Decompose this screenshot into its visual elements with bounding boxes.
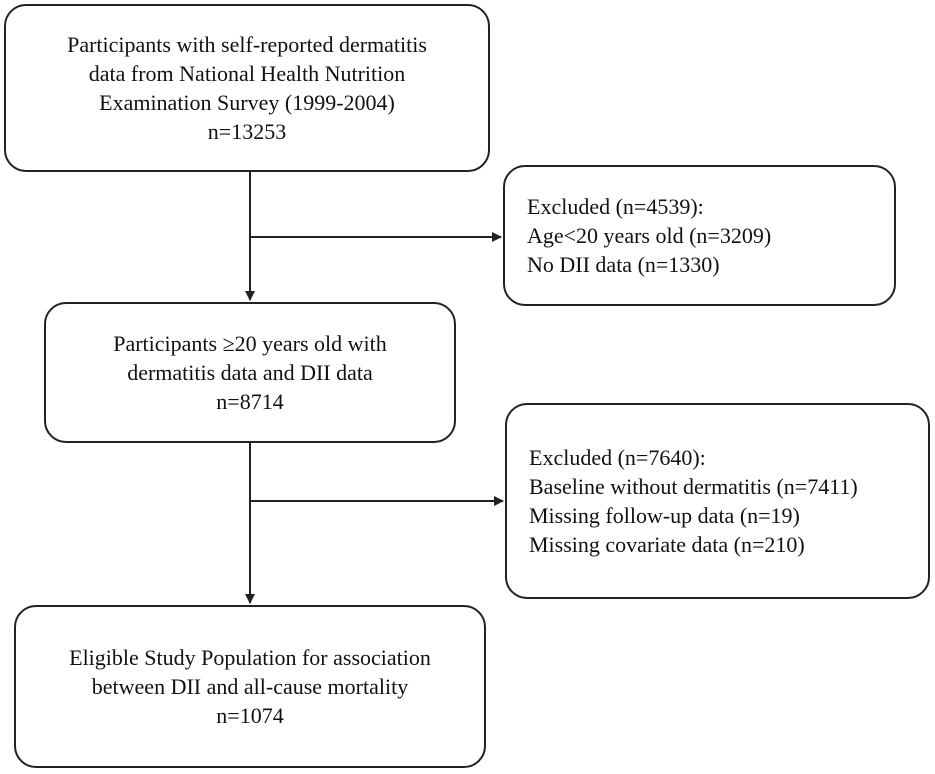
participants-line-2: data from National Health Nutrition [88,61,406,86]
excluded-second-line-3: Missing follow-up data (n=19) [529,503,800,528]
box-adults: Participants ≥20 years old with dermatit… [44,302,456,443]
adults-line-2: dermatitis data and DII data [127,360,373,385]
excluded-second-line-4: Missing covariate data (n=210) [529,532,805,557]
box-participants: Participants with self-reported dermatit… [4,4,490,172]
eligible-line-1: Eligible Study Population for associatio… [69,645,431,670]
box-excluded-first: Excluded (n=4539): Age<20 years old (n=3… [503,165,896,306]
box-excluded-second: Excluded (n=7640): Baseline without derm… [505,403,930,599]
participants-line-3: Examination Survey (1999-2004) [99,90,395,115]
excluded-second-line-1: Excluded (n=7640): [529,445,706,470]
excluded-second-line-2: Baseline without dermatitis (n=7411) [529,474,858,499]
participants-line-4: n=13253 [207,119,287,144]
excluded-first-line-2: Age<20 years old (n=3209) [527,223,772,248]
participants-line-1: Participants with self-reported dermatit… [67,32,427,57]
excluded-first-line-1: Excluded (n=4539): [527,194,704,219]
eligible-line-3: n=1074 [216,703,284,728]
adults-line-1: Participants ≥20 years old with [113,331,387,356]
box-eligible: Eligible Study Population for associatio… [14,605,486,768]
eligible-line-2: between DII and all-cause mortality [91,674,409,699]
adults-line-3: n=8714 [216,389,284,414]
excluded-first-line-3: No DII data (n=1330) [527,252,720,277]
